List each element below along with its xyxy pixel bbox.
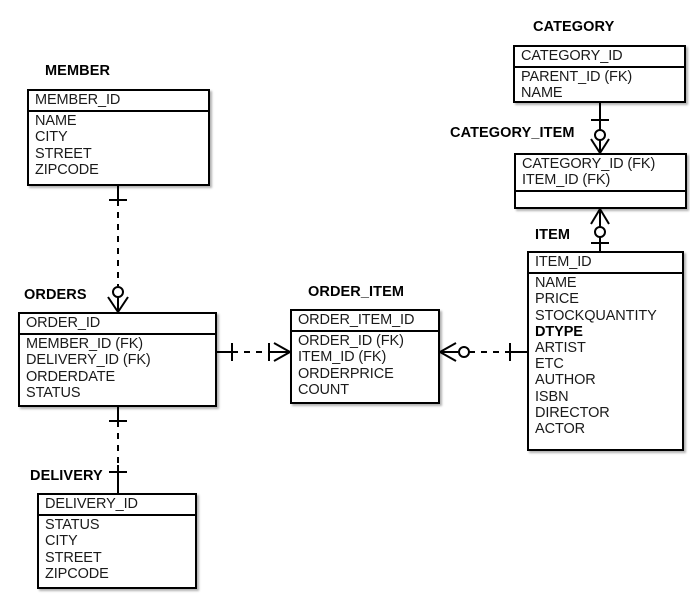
entity-title-delivery: DELIVERY	[30, 468, 103, 484]
entity-delivery-attr-section: STATUS CITY STREET ZIPCODE	[39, 516, 195, 584]
entity-item-attr-section: NAME PRICE STOCKQUANTITY DTYPE ARTIST ET…	[529, 274, 682, 439]
field-item-isbn: ISBN	[535, 388, 569, 405]
field-order-item-count: COUNT	[298, 381, 350, 398]
entity-delivery[interactable]: DELIVERY_ID STATUS CITY STREET ZIPCODE	[37, 493, 197, 589]
entity-orders-attr-section: MEMBER_ID (FK) DELIVERY_ID (FK) ORDERDAT…	[20, 335, 215, 403]
entity-item[interactable]: ITEM_ID NAME PRICE STOCKQUANTITY DTYPE A…	[527, 251, 684, 451]
field-orders-delivery-id-fk: DELIVERY_ID (FK)	[26, 352, 151, 369]
entity-title-category: CATEGORY	[533, 19, 615, 35]
relationship-category-item-item	[590, 208, 610, 251]
entity-category[interactable]: CATEGORY_ID PARENT_ID (FK) NAME	[513, 45, 686, 103]
entity-category-pk-section: CATEGORY_ID	[515, 47, 684, 69]
field-orders-orderdate: ORDERDATE	[26, 368, 116, 385]
field-member-zipcode: ZIPCODE	[35, 161, 99, 178]
field-category-item-category-id-fk: CATEGORY_ID (FK)	[522, 156, 656, 172]
field-order-item-item-id-fk: ITEM_ID (FK)	[298, 349, 387, 366]
entity-title-item: ITEM	[535, 227, 571, 243]
field-member-name: NAME	[35, 113, 77, 130]
entity-category-item-pk-section: CATEGORY_ID (FK) ITEM_ID (FK)	[516, 155, 685, 193]
entity-category-attr-section: PARENT_ID (FK) NAME	[515, 68, 684, 103]
field-delivery-street: STREET	[45, 549, 102, 566]
entity-category-item-attr-section	[516, 192, 685, 207]
field-delivery-zipcode: ZIPCODE	[45, 565, 109, 582]
relationship-order-item-item	[439, 342, 527, 362]
field-category-name: NAME	[521, 85, 563, 102]
field-item-stockquantity: STOCKQUANTITY	[535, 307, 657, 324]
entity-member-pk-section: MEMBER_ID	[29, 91, 208, 113]
field-order-item-orderprice: ORDERPRICE	[298, 365, 394, 382]
field-delivery-status: STATUS	[45, 517, 100, 534]
entity-order-item-attr-section: ORDER_ID (FK) ITEM_ID (FK) ORDERPRICE CO…	[292, 332, 438, 400]
entity-order-item[interactable]: ORDER_ITEM_ID ORDER_ID (FK) ITEM_ID (FK)…	[290, 309, 440, 404]
field-orders-order-id: ORDER_ID	[26, 315, 101, 331]
entity-orders-pk-section: ORDER_ID	[20, 314, 215, 336]
entity-category-item[interactable]: CATEGORY_ID (FK) ITEM_ID (FK)	[514, 153, 687, 209]
field-member-street: STREET	[35, 145, 92, 162]
entity-title-order-item: ORDER_ITEM	[308, 284, 405, 300]
field-item-dtype: DTYPE	[535, 323, 583, 340]
entity-title-orders: ORDERS	[24, 287, 87, 303]
relationship-category-category-item	[590, 103, 610, 154]
field-item-director: DIRECTOR	[535, 404, 610, 421]
field-order-item-order-item-id: ORDER_ITEM_ID	[298, 312, 415, 328]
field-delivery-delivery-id: DELIVERY_ID	[45, 496, 138, 512]
relationship-orders-order-item	[217, 342, 291, 362]
entity-member-attr-section: NAME CITY STREET ZIPCODE	[29, 112, 208, 180]
field-item-name: NAME	[535, 275, 577, 292]
field-category-item-item-id-fk: ITEM_ID (FK)	[522, 172, 611, 189]
entity-delivery-pk-section: DELIVERY_ID	[39, 495, 195, 517]
field-item-price: PRICE	[535, 291, 579, 308]
entity-title-member: MEMBER	[45, 63, 111, 79]
field-orders-member-id-fk: MEMBER_ID (FK)	[26, 336, 144, 353]
field-item-etc: ETC	[535, 356, 564, 373]
relationship-orders-delivery	[109, 407, 127, 493]
field-item-author: AUTHOR	[535, 372, 596, 389]
entity-item-pk-section: ITEM_ID	[529, 253, 682, 275]
field-delivery-city: CITY	[45, 533, 78, 550]
field-item-artist: ARTIST	[535, 340, 586, 357]
entity-member[interactable]: MEMBER_ID NAME CITY STREET ZIPCODE	[27, 89, 210, 186]
entity-title-category-item: CATEGORY_ITEM	[450, 125, 575, 141]
relationship-member-orders	[107, 186, 129, 313]
entity-orders[interactable]: ORDER_ID MEMBER_ID (FK) DELIVERY_ID (FK)…	[18, 312, 217, 407]
field-orders-status: STATUS	[26, 384, 81, 401]
field-member-city: CITY	[35, 129, 68, 146]
field-member-member-id: MEMBER_ID	[35, 92, 121, 108]
field-category-category-id: CATEGORY_ID	[521, 48, 623, 64]
entity-order-item-pk-section: ORDER_ITEM_ID	[292, 311, 438, 333]
field-order-item-order-id-fk: ORDER_ID (FK)	[298, 333, 404, 350]
field-item-item-id: ITEM_ID	[535, 254, 592, 270]
field-category-parent-id-fk: PARENT_ID (FK)	[521, 69, 633, 86]
field-item-actor: ACTOR	[535, 421, 585, 438]
